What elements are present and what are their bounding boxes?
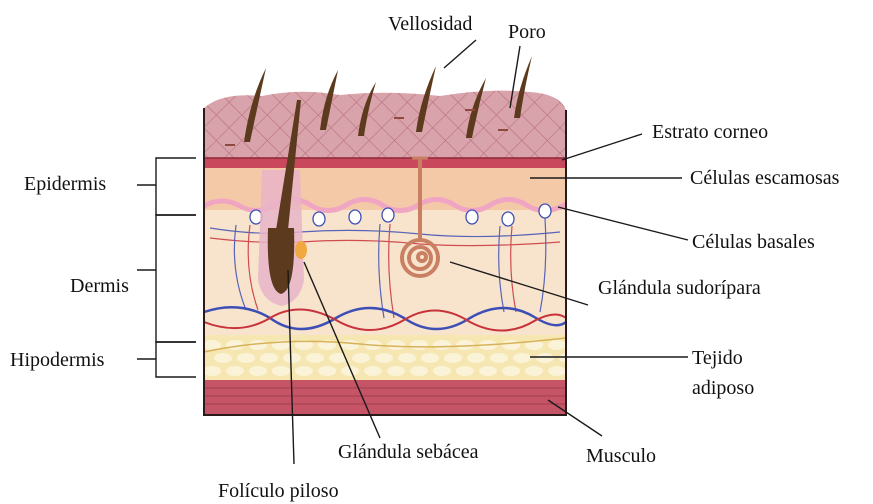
fat-cell xyxy=(295,366,313,376)
label-dermis: Dermis xyxy=(70,275,129,297)
fat-cell xyxy=(318,366,336,376)
label-poro: Poro xyxy=(508,21,546,43)
label-estrato-corneo: Estrato corneo xyxy=(652,121,768,143)
fat-cell xyxy=(559,353,577,363)
fat-cell xyxy=(502,366,520,376)
fat-cell xyxy=(410,340,428,350)
label-tejido: Tejido xyxy=(692,347,743,369)
fat-cell xyxy=(467,353,485,363)
fat-cell xyxy=(272,366,290,376)
fat-cell xyxy=(548,366,566,376)
fat-cell xyxy=(398,353,416,363)
fat-cell xyxy=(203,366,221,376)
fat-cell xyxy=(352,353,370,363)
musculo-layer xyxy=(204,380,566,415)
fat-cell xyxy=(364,366,382,376)
label-celulas-escamosas: Células escamosas xyxy=(690,167,840,189)
fat-cell xyxy=(490,353,508,363)
fat-cell xyxy=(513,353,531,363)
label-foliculo-piloso: Folículo piloso xyxy=(218,480,339,502)
fat-cell xyxy=(306,353,324,363)
label-celulas-basales: Células basales xyxy=(692,231,815,253)
fat-cell xyxy=(456,366,474,376)
fat-cell xyxy=(237,353,255,363)
label-hipodermis: Hipodermis xyxy=(10,349,105,371)
estrato-corneo-layer xyxy=(204,158,566,168)
fat-cell xyxy=(525,366,543,376)
label-adiposo: adiposo xyxy=(692,377,754,399)
fat-cell xyxy=(410,366,428,376)
fat-cell xyxy=(421,353,439,363)
fat-cell xyxy=(249,366,267,376)
fat-cell xyxy=(226,366,244,376)
fat-cell xyxy=(548,340,566,350)
label-musculo: Musculo xyxy=(586,445,656,467)
fat-cell xyxy=(387,340,405,350)
fat-cell xyxy=(341,340,359,350)
fat-cell xyxy=(444,353,462,363)
fat-cell xyxy=(214,353,232,363)
label-glandula-sebacea: Glándula sebácea xyxy=(338,441,479,463)
label-epidermis: Epidermis xyxy=(24,173,106,195)
fat-cell xyxy=(536,353,554,363)
layer-brackets xyxy=(137,158,196,377)
fat-cell xyxy=(283,353,301,363)
glandula-sebacea xyxy=(295,241,307,259)
fat-cell xyxy=(502,340,520,350)
label-glandula-sudoripara: Glándula sudorípara xyxy=(598,277,761,299)
fat-cell xyxy=(387,366,405,376)
fat-cell xyxy=(433,340,451,350)
fat-cell xyxy=(433,366,451,376)
fat-cell xyxy=(260,353,278,363)
label-vellosidad: Vellosidad xyxy=(388,13,472,35)
skin-cross-section xyxy=(203,56,577,415)
fat-cell xyxy=(479,366,497,376)
fat-cell xyxy=(375,353,393,363)
